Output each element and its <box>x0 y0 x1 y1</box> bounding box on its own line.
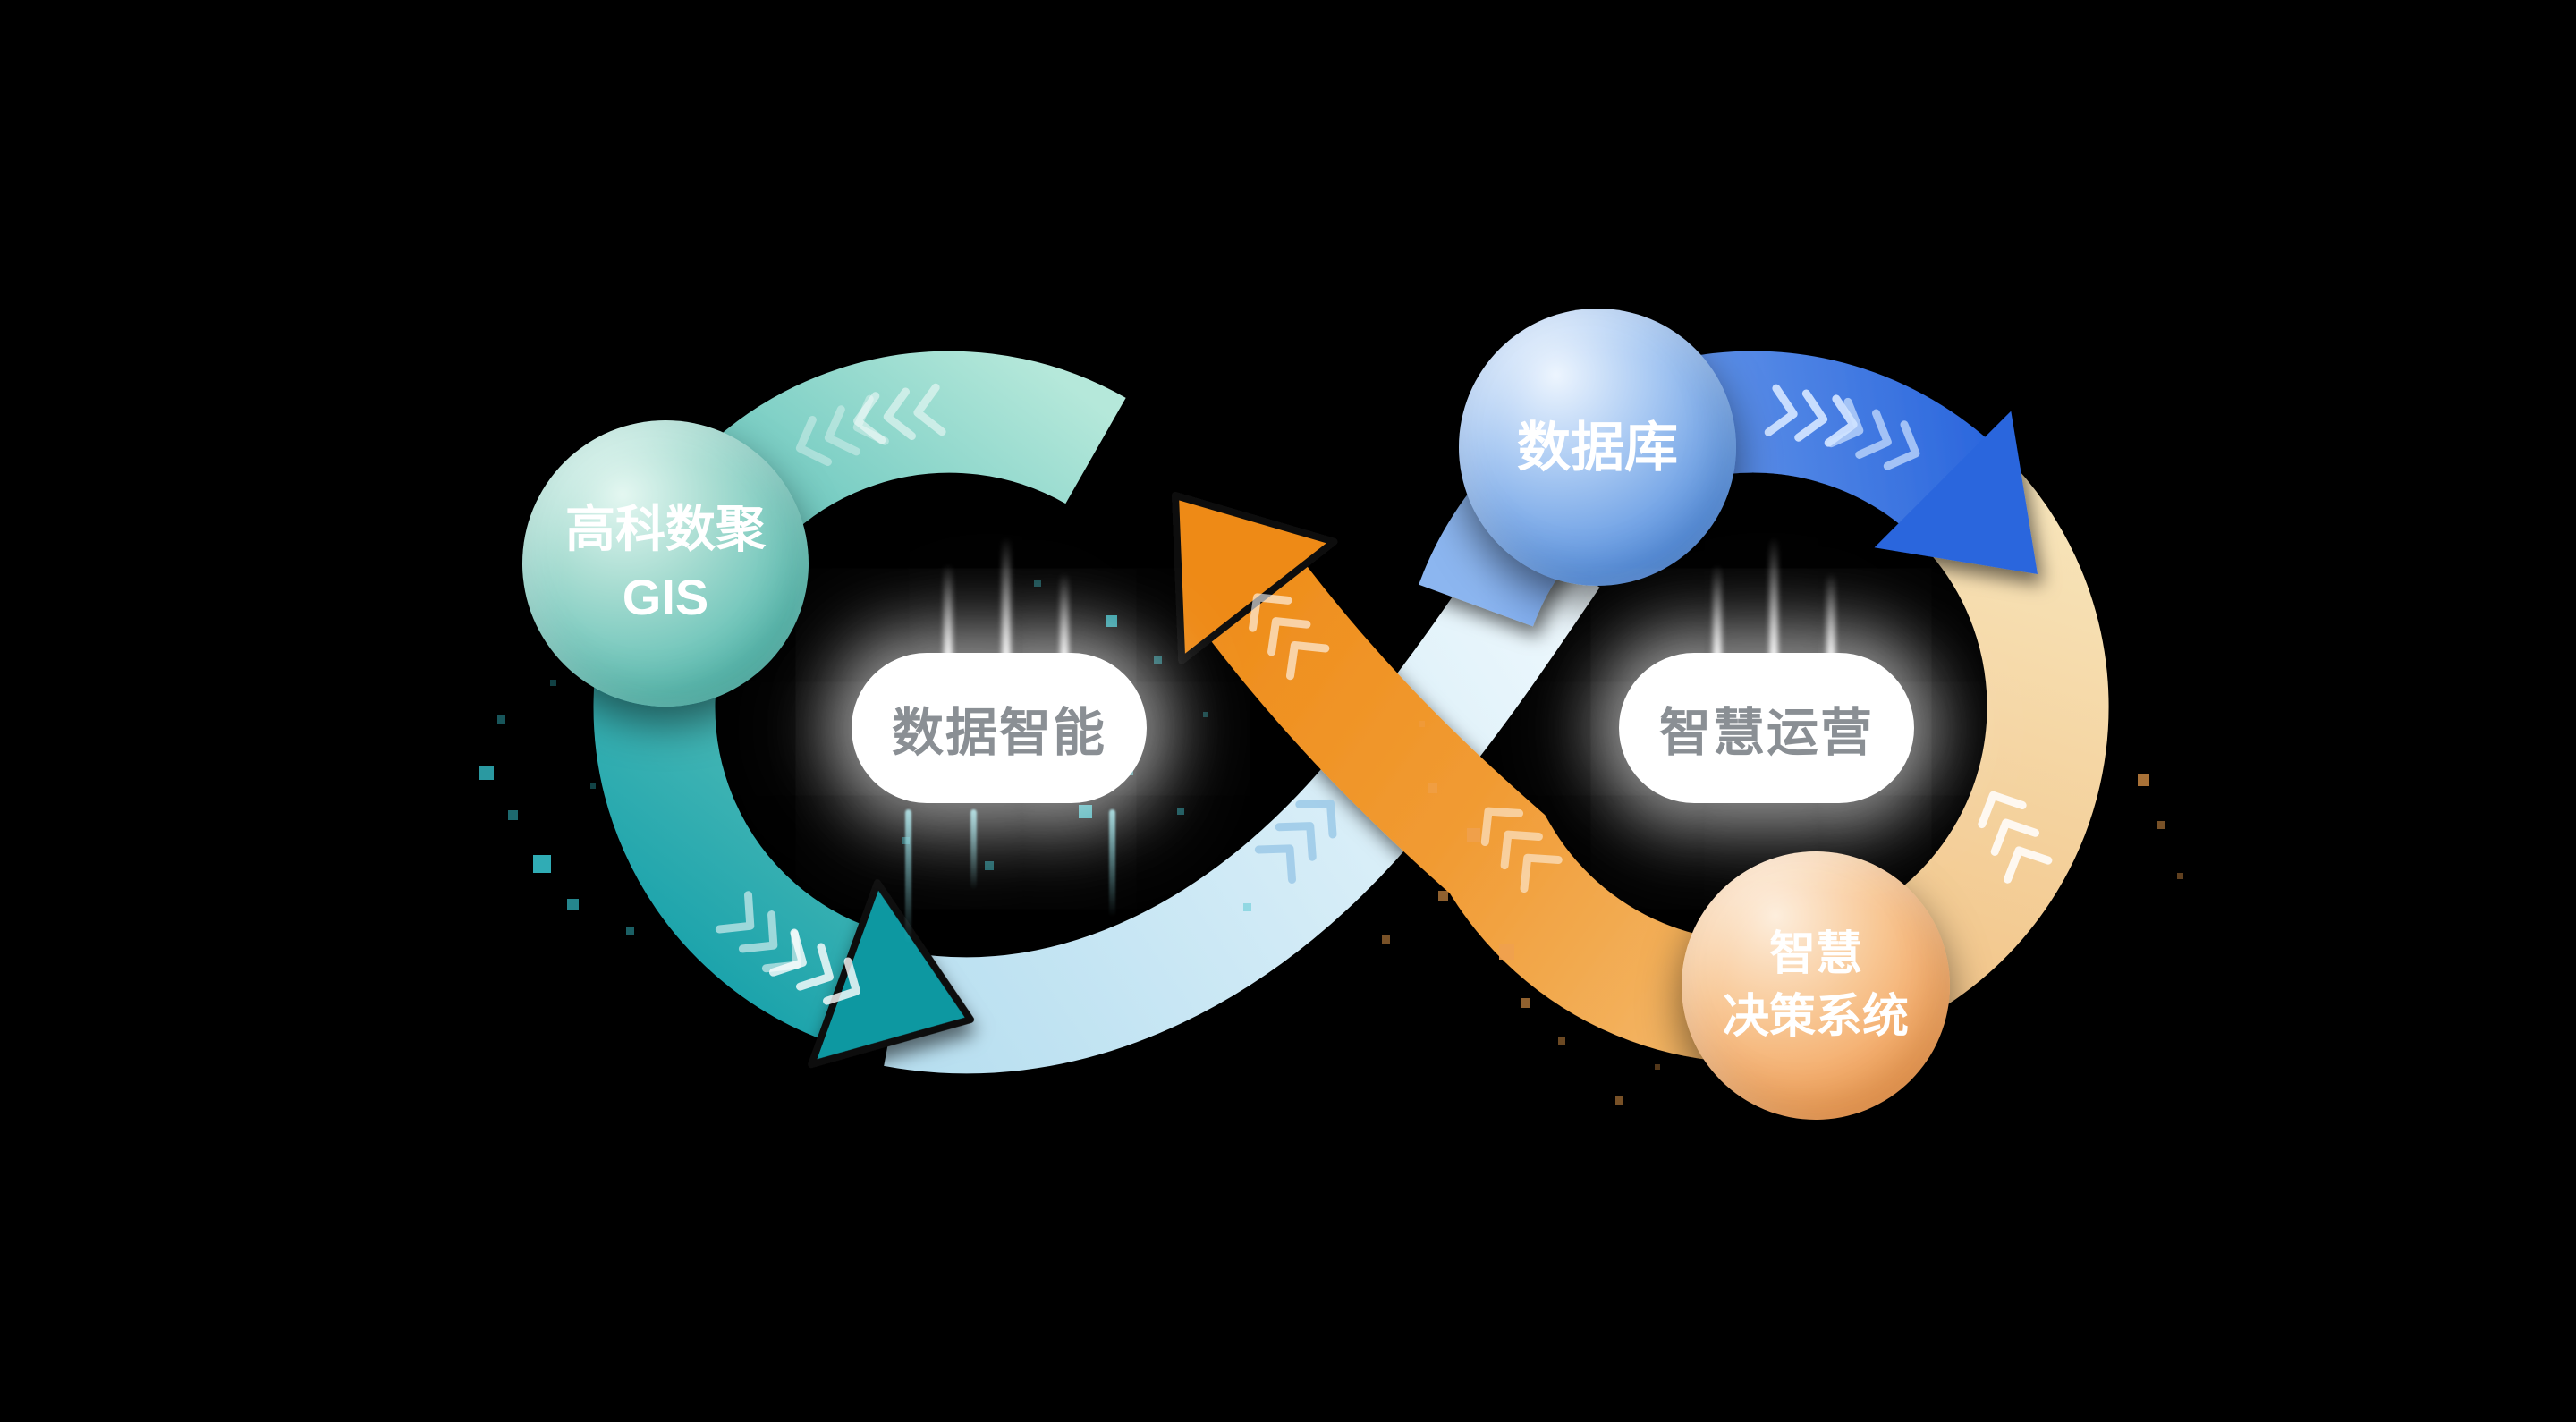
pill-data-intelligence: 数据智能 <box>852 653 1147 803</box>
pill-smart-operations-label: 智慧运营 <box>1658 704 1874 762</box>
glow-ray <box>1769 537 1778 662</box>
node-gis-label-line1: 高科数聚 <box>565 501 766 558</box>
node-decision-label-line1: 智慧 <box>1768 927 1862 980</box>
node-gis-label-line2: GIS <box>622 569 709 625</box>
drip-line <box>905 809 911 944</box>
node-decision-label-line2: 决策系统 <box>1722 991 1909 1043</box>
drip-line <box>1109 809 1115 917</box>
node-database-label: 数据库 <box>1517 417 1678 478</box>
glow-ray <box>1713 563 1722 662</box>
pill-smart-operations: 智慧运营 <box>1619 653 1914 803</box>
orange-pixel-dots <box>1382 721 2183 1105</box>
light-blue-band <box>884 521 1600 1074</box>
pill-data-intelligence-label: 数据智能 <box>891 704 1106 762</box>
glow-ray <box>1060 572 1069 662</box>
glow-ray <box>1002 537 1011 662</box>
glow-ray <box>1826 572 1835 662</box>
glow-ray <box>944 563 953 662</box>
node-gis: 高科数聚 GIS <box>522 420 809 707</box>
drip-line <box>970 809 977 890</box>
node-decision-system: 智慧 决策系统 <box>1682 851 1950 1120</box>
node-database: 数据库 <box>1459 309 1736 586</box>
